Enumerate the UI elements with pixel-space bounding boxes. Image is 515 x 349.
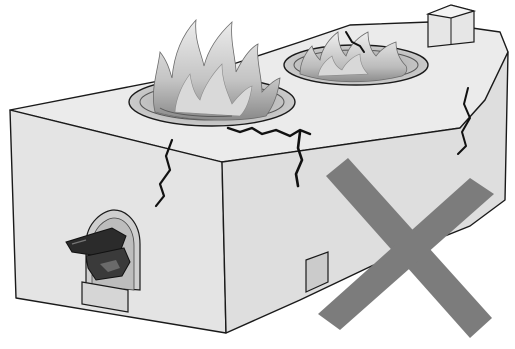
chimney-icon [428, 5, 474, 47]
